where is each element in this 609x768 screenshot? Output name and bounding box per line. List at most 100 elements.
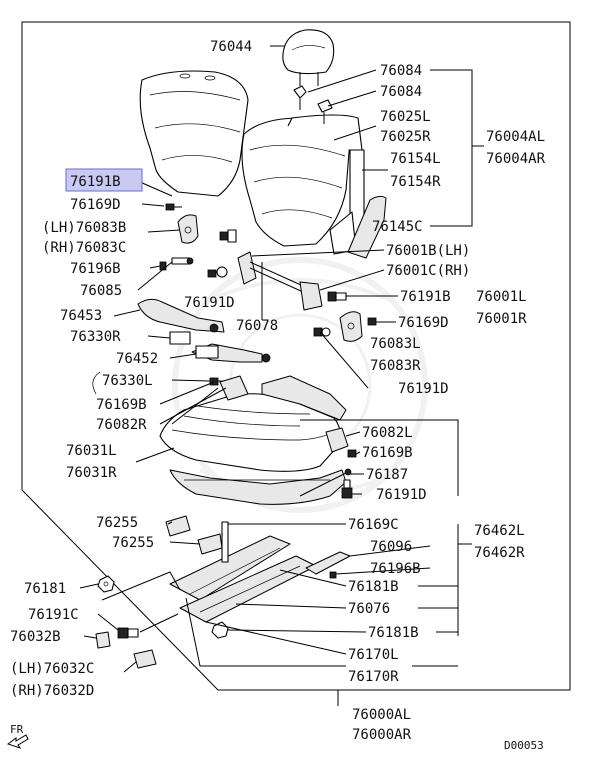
label-76169d-right[interactable]: 76169D — [398, 315, 449, 331]
label-76330l[interactable]: 76330L — [102, 373, 153, 389]
label-76191b-right[interactable]: 76191B — [400, 289, 451, 305]
label-76001b[interactable]: 76001B(LH) — [386, 243, 470, 259]
latch-rod-76078-part — [237, 251, 323, 318]
label-76082l[interactable]: 76082L — [362, 425, 413, 441]
label-76169d-upper[interactable]: 76169D — [70, 197, 121, 213]
label-76084-b[interactable]: 76084 — [380, 84, 422, 100]
label-76000ar[interactable]: 76000AR — [352, 727, 412, 743]
cap-76032b-part — [95, 631, 111, 649]
highlight-box-76191b — [65, 168, 143, 192]
label-76096[interactable]: 76096 — [370, 539, 412, 555]
callout-labels: 76044 76084 76084 76025L 76025R 76004AL … — [10, 39, 546, 743]
label-76255-a[interactable]: 76255 — [96, 515, 138, 531]
label-76187[interactable]: 76187 — [366, 467, 408, 483]
nut-76181-part — [97, 575, 115, 593]
label-76001r[interactable]: 76001R — [476, 311, 527, 327]
label-76001c[interactable]: 76001C(RH) — [386, 263, 470, 279]
label-76191b-highlighted[interactable]: 76191B — [70, 174, 121, 190]
seat-frame-rear-part — [219, 375, 347, 421]
label-76170l[interactable]: 76170L — [348, 647, 399, 663]
belt-76452-part — [191, 343, 271, 363]
label-76084-a[interactable]: 76084 — [380, 63, 422, 79]
label-76154l[interactable]: 76154L — [390, 151, 441, 167]
label-76181b-upper[interactable]: 76181B — [348, 579, 399, 595]
bolt-76169d-part — [165, 203, 182, 211]
label-76044[interactable]: 76044 — [210, 39, 252, 55]
bolt-76169b-right-part — [347, 449, 357, 458]
cover-76255-b-part — [197, 533, 223, 555]
cable-76187-part — [299, 468, 352, 497]
label-76145c[interactable]: 76145C — [372, 219, 423, 235]
leader-lines — [79, 45, 484, 706]
bolt-76191c-part — [117, 627, 139, 639]
label-76154r[interactable]: 76154R — [390, 174, 441, 190]
label-76031l[interactable]: 76031L — [66, 443, 117, 459]
label-76083b[interactable]: (LH)76083B — [42, 220, 126, 236]
label-76196b-upper[interactable]: 76196B — [70, 261, 121, 277]
label-76330r[interactable]: 76330R — [70, 329, 121, 345]
label-76025r[interactable]: 76025R — [380, 129, 431, 145]
bracket-76082l-part — [325, 427, 349, 453]
label-76255-b[interactable]: 76255 — [112, 535, 154, 551]
bracket-76083b-part — [177, 214, 199, 244]
label-76025l[interactable]: 76025L — [380, 109, 431, 125]
front-direction-indicator: FR — [6, 723, 29, 749]
headrest-part[interactable] — [282, 29, 335, 86]
label-76169b-right[interactable]: 76169B — [362, 445, 413, 461]
seat-rail-assembly-part — [169, 521, 317, 623]
label-76032b[interactable]: 76032B — [10, 629, 61, 645]
label-76462r[interactable]: 76462R — [474, 545, 525, 561]
nut-76196b-lower-part — [329, 571, 337, 579]
label-76169b-upper[interactable]: 76169B — [96, 397, 147, 413]
label-76181b-lower[interactable]: 76181B — [368, 625, 419, 641]
label-76453[interactable]: 76453 — [60, 308, 102, 324]
hinge-cover-76145c-part — [347, 195, 387, 259]
label-76001l[interactable]: 76001L — [476, 289, 527, 305]
bolt-76191d-mid-part — [313, 327, 331, 337]
bracket-76083l-part — [339, 311, 363, 342]
label-76076[interactable]: 76076 — [348, 601, 390, 617]
assembly-boundary — [21, 21, 571, 691]
cap-76032c-part — [133, 649, 157, 669]
label-76083r[interactable]: 76083R — [370, 358, 421, 374]
bolt-76191d-upper-part — [207, 266, 228, 278]
label-76083c[interactable]: (RH)76083C — [42, 240, 126, 256]
belt-76453-part — [137, 298, 225, 345]
label-76032c[interactable]: (LH)76032C — [10, 661, 94, 677]
handle-76096-part — [305, 551, 351, 575]
label-76083l[interactable]: 76083L — [370, 336, 421, 352]
label-76000al[interactable]: 76000AL — [352, 707, 411, 723]
seatback-left-part — [139, 70, 249, 197]
front-arrow-icon — [6, 734, 29, 749]
label-76196b-lower[interactable]: 76196B — [370, 561, 421, 577]
label-76082r[interactable]: 76082R — [96, 417, 147, 433]
label-76191d-lower[interactable]: 76191D — [376, 487, 427, 503]
bolt-76169d-right-part — [367, 317, 384, 326]
cover-76255-a-part — [165, 515, 191, 537]
seat-frame-lower-part — [169, 469, 347, 505]
label-76191d-upper[interactable]: 76191D — [184, 295, 235, 311]
label-76191c[interactable]: 76191C — [28, 607, 79, 623]
headrest-guide-parts — [293, 85, 333, 124]
label-76031r[interactable]: 76031R — [66, 465, 117, 481]
label-76191d-mid[interactable]: 76191D — [398, 381, 449, 397]
clip-part — [219, 229, 237, 243]
label-76004al[interactable]: 76004AL — [486, 129, 545, 145]
label-76452[interactable]: 76452 — [116, 351, 158, 367]
label-76085[interactable]: 76085 — [80, 283, 122, 299]
label-76169c[interactable]: 76169C — [348, 517, 399, 533]
seatback-right-part — [241, 114, 365, 255]
label-76078[interactable]: 76078 — [236, 318, 278, 334]
bolt-76191b-right-part — [327, 291, 347, 302]
label-76462l[interactable]: 76462L — [474, 523, 525, 539]
label-76004ar[interactable]: 76004AR — [486, 151, 546, 167]
bolt-76085-part — [171, 257, 194, 265]
bolt-76191d-lower-part — [341, 479, 353, 499]
label-76170r[interactable]: 76170R — [348, 669, 399, 685]
label-76032d[interactable]: (RH)76032D — [10, 683, 94, 699]
front-direction-label: FR — [10, 723, 24, 736]
diagram-code: D00053 — [504, 739, 544, 752]
label-76181[interactable]: 76181 — [24, 581, 66, 597]
